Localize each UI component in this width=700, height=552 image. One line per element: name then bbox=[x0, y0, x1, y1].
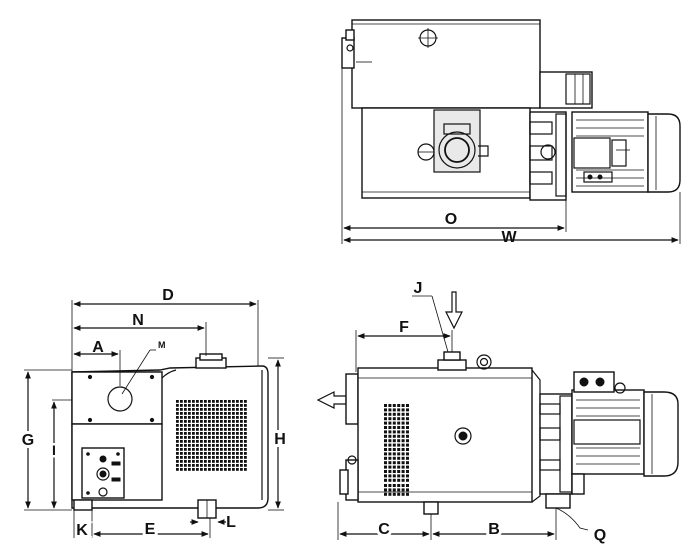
port-M-circle bbox=[107, 386, 133, 412]
suction-arrow-icon bbox=[445, 291, 463, 330]
label-E: E bbox=[145, 521, 156, 538]
label-J: J bbox=[414, 280, 423, 297]
label-M: M bbox=[158, 340, 166, 350]
side-motor-fins bbox=[576, 399, 640, 465]
label-L: L bbox=[226, 514, 236, 531]
label-N: N bbox=[132, 312, 144, 329]
label-W: W bbox=[501, 229, 517, 246]
exhaust-arrow-icon bbox=[316, 391, 347, 409]
front-port-panel bbox=[71, 371, 163, 425]
label-G: G bbox=[22, 432, 34, 449]
top-motor-fins bbox=[576, 119, 644, 187]
top-fan-cover bbox=[647, 113, 681, 193]
side-vent-grille bbox=[384, 404, 409, 482]
top-motor-body bbox=[571, 111, 649, 193]
front-view: G I H D N A M E K L bbox=[19, 287, 289, 542]
top-view: O W bbox=[341, 19, 681, 246]
side-oil-sight-glass bbox=[454, 427, 472, 445]
side-inlet-port bbox=[437, 359, 467, 371]
label-C: C bbox=[378, 521, 390, 538]
side-motor-foot bbox=[545, 493, 571, 509]
label-H: H bbox=[274, 431, 286, 448]
label-Q: Q bbox=[594, 527, 606, 544]
side-view: F J C B Q bbox=[316, 280, 679, 544]
label-D: D bbox=[162, 287, 174, 304]
side-fan-cover bbox=[643, 391, 679, 477]
label-I: I bbox=[52, 442, 56, 458]
label-K: K bbox=[76, 522, 88, 539]
label-O: O bbox=[445, 211, 457, 228]
top-left-bracket bbox=[341, 37, 355, 69]
label-A: A bbox=[92, 339, 104, 356]
side-terminal-box bbox=[573, 371, 615, 393]
front-foot-left bbox=[73, 499, 93, 511]
side-foot bbox=[423, 501, 439, 515]
top-coupling-housing bbox=[529, 111, 567, 201]
side-coupling-housing bbox=[539, 393, 573, 495]
label-B: B bbox=[488, 521, 500, 538]
side-outlet-flange bbox=[345, 373, 359, 425]
top-pump-housing bbox=[351, 19, 541, 109]
side-vent-grille-bottom bbox=[384, 484, 409, 496]
front-vent-grille bbox=[176, 400, 247, 471]
side-motor-body bbox=[571, 389, 645, 475]
label-F: F bbox=[399, 319, 409, 336]
